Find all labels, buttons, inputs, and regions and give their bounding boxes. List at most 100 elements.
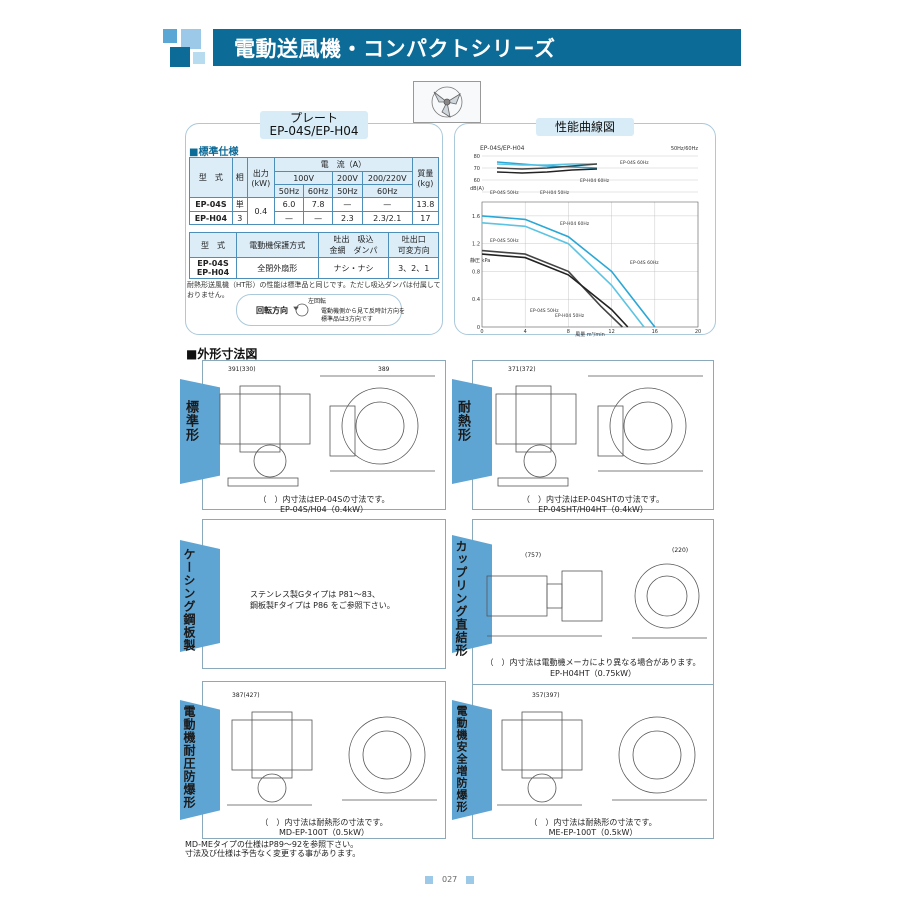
fan-impeller-image	[413, 81, 481, 123]
dim-box-heat	[472, 360, 714, 510]
tab-standard	[180, 379, 220, 484]
y-tick-label: 0.4	[472, 297, 480, 303]
drawing-md	[212, 700, 440, 814]
rotation-box	[236, 294, 402, 326]
noise-line	[496, 163, 597, 166]
dim-label: 389	[378, 366, 390, 373]
cell-current: —	[332, 197, 363, 212]
tab-md-label: 電動機耐圧防爆形	[182, 705, 196, 809]
th-protect: 電動機保護方式	[236, 232, 319, 258]
caption-standard-1: （ ）内寸法はEP-04Sの寸法です。	[258, 495, 390, 504]
deco-square	[181, 29, 201, 49]
dim-box-me	[472, 684, 714, 839]
th-outlet: 吐出	[333, 235, 350, 244]
th-model: 型 式	[189, 232, 237, 258]
dim-label: 391(330)	[228, 366, 256, 373]
x-tick-label: 20	[695, 329, 701, 335]
th-200v: 200V	[332, 171, 363, 185]
dim-label: 357(397)	[532, 692, 560, 699]
chart-x-label: 風量 m³/min	[575, 331, 605, 337]
dim-label: 387(427)	[232, 692, 260, 699]
dim-box-standard	[202, 360, 446, 510]
caption-md-2: MD-EP-100T（0.5kW）	[279, 828, 369, 837]
chart-y1-label: dB(A)	[470, 186, 484, 192]
cell-mass: 13.8	[411, 197, 440, 212]
deco-square	[163, 29, 177, 43]
th-mass: 質量(kg)	[411, 157, 440, 198]
noise-tick-label: 80	[474, 154, 480, 160]
x-tick-label: 4	[524, 329, 527, 335]
deco-square	[170, 47, 190, 67]
th-output: 出力(kW)	[246, 157, 275, 198]
tab-heat	[452, 379, 492, 484]
footer-note-1: MD-MEタイプの仕様はP89～92を参照下さい。	[185, 840, 359, 849]
drawing-coupling	[482, 556, 710, 655]
caption-heat-1: （ ）内寸法はEP-04SHTの寸法です。	[522, 495, 664, 504]
cell-current: —	[273, 211, 305, 225]
drawing-me	[482, 700, 710, 814]
cell-net: ナシ・ナシ	[317, 257, 390, 279]
dim-box-coupling	[472, 519, 714, 685]
th-mass-unit: (kg)	[417, 178, 434, 188]
series-label: EP-04S 60Hz	[620, 160, 649, 166]
cell-protect: 全閉外扇形	[236, 257, 319, 279]
tab-me-label: 電動機安全増防爆形	[455, 705, 468, 813]
spec-section-title: ■標準仕様	[189, 147, 239, 158]
dim-label: (220)	[672, 547, 689, 554]
spec-tag-model: EP-04S/EP-H04	[269, 124, 359, 138]
rotation-left: 左回転	[308, 298, 327, 305]
dimensions-title: ■外形寸法図	[186, 347, 258, 361]
cell-current: 7.8	[303, 197, 334, 212]
dim-box-casing	[202, 519, 446, 669]
dim-box-md	[202, 681, 446, 839]
tab-standard-label: 標準形	[183, 400, 198, 442]
th-inlet: 吸込	[357, 235, 374, 244]
th-50hz: 50Hz	[273, 184, 305, 198]
th-inlet2: ダンパ	[353, 246, 378, 255]
rotation-label: 回転方向	[256, 306, 288, 315]
caption-heat-2: EP-04SHT/H04HT（0.4kW）	[538, 505, 648, 514]
footer-note-2: 寸法及び仕様は予告なく変更する事があります。	[185, 849, 361, 858]
rotation-arrow-icon	[292, 298, 312, 324]
th-outlet-net: 吐出 吸込金網 ダンパ	[317, 232, 390, 258]
drawing-standard	[210, 366, 440, 495]
rotation-note-1: 電動機側から見て反時計方向を	[321, 308, 406, 315]
casing-note-1: ステンレス製Gタイプは P81～83、	[250, 590, 380, 599]
header-strip	[732, 29, 734, 66]
dim-label: 371(372)	[508, 366, 536, 373]
th-60hz: 60Hz	[303, 184, 334, 198]
series-label: EP-H04 60Hz	[560, 221, 590, 227]
th-60hz: 60Hz	[361, 184, 413, 198]
noise-line	[496, 168, 598, 174]
tab-casing-label: ケーシング鋼板製	[182, 548, 196, 652]
tab-casing	[180, 540, 220, 652]
th-50hz: 50Hz	[332, 184, 363, 198]
cell-output: 0.4	[246, 197, 275, 225]
cell-model: EP-H04	[189, 211, 233, 225]
th-output-unit: (kW)	[251, 178, 271, 188]
cell-current: —	[361, 197, 413, 212]
series-label: EP-04S 50Hz	[490, 238, 519, 244]
spec-tag-title: プレート	[289, 111, 338, 125]
y-tick-label: 0	[477, 325, 480, 331]
curve-tag: 性能曲線図	[536, 118, 634, 136]
caption-coupling-2: EP-H04HT（0.75kW）	[549, 669, 637, 678]
table-row: EP-H04 3 — — 2.3 2.3/2.1 17	[189, 211, 440, 225]
cell-current: 2.3	[332, 211, 363, 225]
series-label: EP-04S 50Hz	[530, 308, 559, 314]
th-mass-label: 質量	[417, 168, 434, 178]
y-tick-label: 1.2	[472, 242, 480, 248]
tab-heat-label: 耐熱形	[455, 400, 470, 442]
y-tick-label: 0.8	[472, 269, 480, 275]
series-label: EP-H04 60Hz	[580, 178, 610, 184]
cell-model-a: EP-04S	[197, 259, 229, 268]
series-label: EP-H04 50Hz	[540, 190, 570, 196]
header-strip	[727, 29, 730, 66]
caption-me-1: （ ）内寸法は耐熱形の寸法です。	[529, 818, 657, 827]
series-line	[481, 222, 645, 328]
header-bar	[213, 29, 741, 66]
spec-table: 型 式 相 出力(kW) 電 流（A） 質量(kg) 100V 200V 200…	[189, 157, 440, 225]
page-deco	[466, 876, 474, 884]
